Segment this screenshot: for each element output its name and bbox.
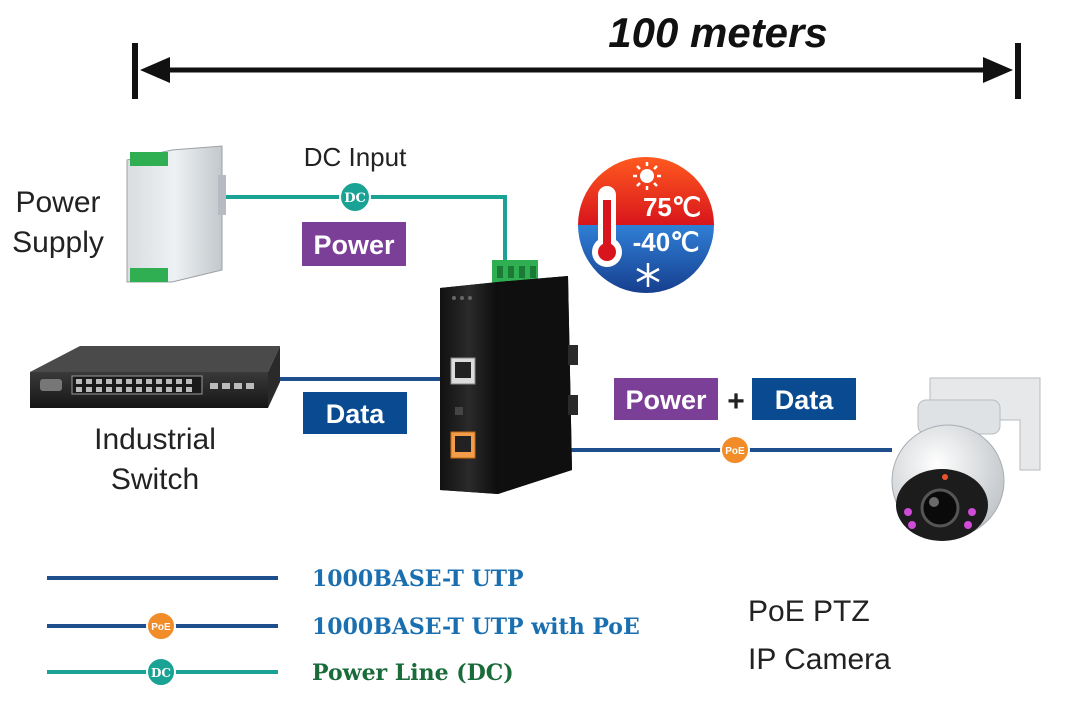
legend-dc-marker-text: DC (151, 666, 171, 680)
sun-icon (633, 162, 661, 190)
legend-poe-marker (146, 611, 176, 641)
power-badge-2: Power (614, 378, 718, 420)
camera-label-line1: PoE PTZ (748, 595, 870, 628)
legend-dc-label: Power Line (DC) (312, 660, 514, 686)
legend-item-utp: 1000BASE-T UTP (47, 566, 524, 592)
dc-input-label: DC Input (304, 142, 407, 172)
temp-high-label: 75℃ (643, 192, 701, 222)
poe-injector-device (440, 260, 578, 494)
plus-sign: + (727, 385, 745, 418)
distance-left-tick (132, 43, 138, 99)
poe-marker-text: PoE (725, 446, 745, 457)
legend: 1000BASE-T UTP PoE 1000BASE-T UTP with P… (47, 566, 640, 687)
temp-low-label: -40℃ (633, 227, 700, 257)
power-supply-device (126, 145, 226, 283)
industrial-switch-device (30, 346, 280, 408)
legend-item-utp-poe: PoE 1000BASE-T UTP with PoE (47, 611, 640, 641)
camera-label-line2: IP Camera (748, 643, 891, 676)
data-badge: Data (303, 392, 407, 434)
poe-marker: PoE (720, 435, 750, 465)
distance-right-tick (1015, 43, 1021, 99)
ptz-camera-device (891, 377, 1041, 541)
power-badge-2-text: Power (625, 385, 707, 415)
legend-utp-poe-label: 1000BASE-T UTP with PoE (312, 614, 640, 640)
data-badge-2: Data (752, 378, 856, 420)
arrow-right-head (983, 57, 1013, 83)
distance-arrow: 100 meters (132, 9, 1021, 99)
power-supply-label-line1: Power (15, 186, 100, 219)
legend-utp-label: 1000BASE-T UTP (312, 566, 524, 592)
temperature-badge: 75℃ -40℃ (578, 157, 714, 293)
power-badge-text: Power (313, 230, 395, 260)
legend-poe-marker-text: PoE (151, 622, 171, 633)
distance-label: 100 meters (608, 9, 828, 56)
power-badge: Power (302, 222, 406, 266)
snowflake-icon (636, 263, 660, 287)
arrow-left-head (140, 57, 170, 83)
legend-dc-marker (146, 657, 176, 687)
data-badge-text: Data (326, 399, 386, 429)
dc-marker: DC (339, 181, 371, 213)
dc-power-line (225, 195, 507, 268)
industrial-switch-label-line1: Industrial (94, 423, 216, 456)
power-supply-label-line2: Supply (12, 226, 104, 259)
industrial-switch-label-line2: Switch (111, 463, 199, 496)
dc-marker-text: DC (344, 191, 366, 206)
legend-item-dc: DC Power Line (DC) (47, 657, 514, 687)
data-badge-2-text: Data (775, 385, 835, 415)
